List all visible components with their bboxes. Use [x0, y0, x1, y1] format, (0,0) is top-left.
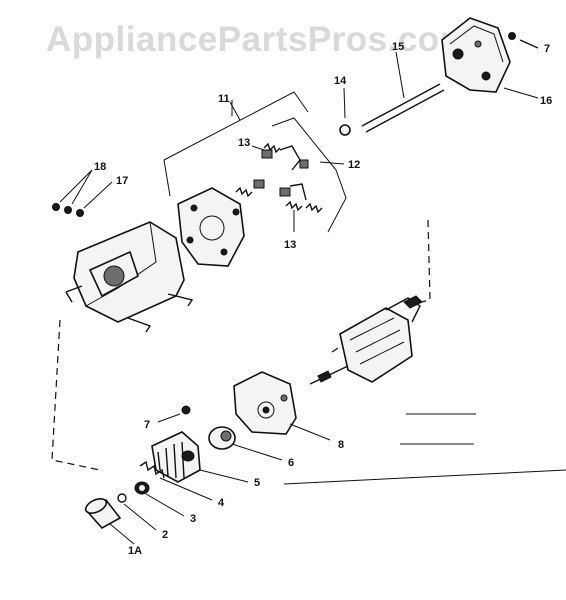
- leader-12: [319, 161, 345, 165]
- label-1a: 1A: [128, 545, 142, 557]
- screw-part-7-top[interactable]: [508, 32, 539, 49]
- spring-part-4[interactable]: [139, 460, 165, 479]
- label-17: 17: [116, 175, 128, 187]
- bracket-part-12: [271, 117, 347, 233]
- leader-13a: [251, 145, 265, 151]
- brush-plate-part-11[interactable]: [177, 187, 245, 267]
- sleeve-part-1a[interactable]: [83, 496, 122, 530]
- label-4: 4: [218, 497, 225, 509]
- leader-16: [503, 87, 539, 99]
- reference-lines: [283, 413, 566, 485]
- label-18: 18: [94, 161, 106, 173]
- brush-springs-part-13[interactable]: [235, 142, 323, 214]
- washer-part-14[interactable]: [339, 87, 351, 136]
- armature-part[interactable]: [309, 295, 423, 385]
- label-6: 6: [288, 457, 294, 469]
- leader-5: [199, 469, 249, 483]
- pinion-gear-part-5[interactable]: [151, 431, 201, 483]
- leader-6: [231, 443, 283, 461]
- end-cap-part-16[interactable]: [441, 17, 511, 93]
- label-7-lower: 7: [144, 419, 150, 431]
- collar-part-3[interactable]: [134, 481, 150, 495]
- label-2: 2: [162, 529, 168, 541]
- leader-2: [123, 503, 157, 531]
- label-7-top: 7: [544, 43, 550, 55]
- leader-7b: [157, 413, 181, 423]
- leader-8: [289, 423, 331, 441]
- label-15: 15: [392, 41, 404, 53]
- label-16: 16: [540, 95, 552, 107]
- screws-part-18[interactable]: [52, 203, 72, 214]
- label-8: 8: [338, 439, 344, 451]
- leader-4: [159, 477, 213, 501]
- watermark: AppliancePartsPros.com: [46, 20, 472, 59]
- leader-3: [145, 493, 185, 517]
- label-12: 12: [348, 159, 360, 171]
- leader-1a: [109, 523, 135, 545]
- bracket-part-11: [163, 91, 309, 197]
- label-13-upper: 13: [238, 137, 250, 149]
- leader-17: [83, 181, 113, 209]
- retaining-ring-part-2[interactable]: [117, 493, 127, 503]
- leader-18: [59, 169, 93, 205]
- through-bolts-part-15[interactable]: [361, 51, 445, 133]
- label-11: 11: [218, 93, 230, 105]
- brushes-part-12[interactable]: [253, 145, 309, 201]
- field-frame-housing[interactable]: [65, 221, 194, 333]
- washer-part-17[interactable]: [76, 209, 84, 217]
- label-5: 5: [254, 477, 260, 489]
- cup-part-6[interactable]: [208, 426, 236, 450]
- label-14: 14: [334, 75, 347, 87]
- label-13-lower: 13: [284, 239, 296, 251]
- screw-part-7-lower[interactable]: [181, 405, 191, 415]
- drive-end-plate-part-8[interactable]: [233, 371, 297, 435]
- label-3: 3: [190, 513, 196, 525]
